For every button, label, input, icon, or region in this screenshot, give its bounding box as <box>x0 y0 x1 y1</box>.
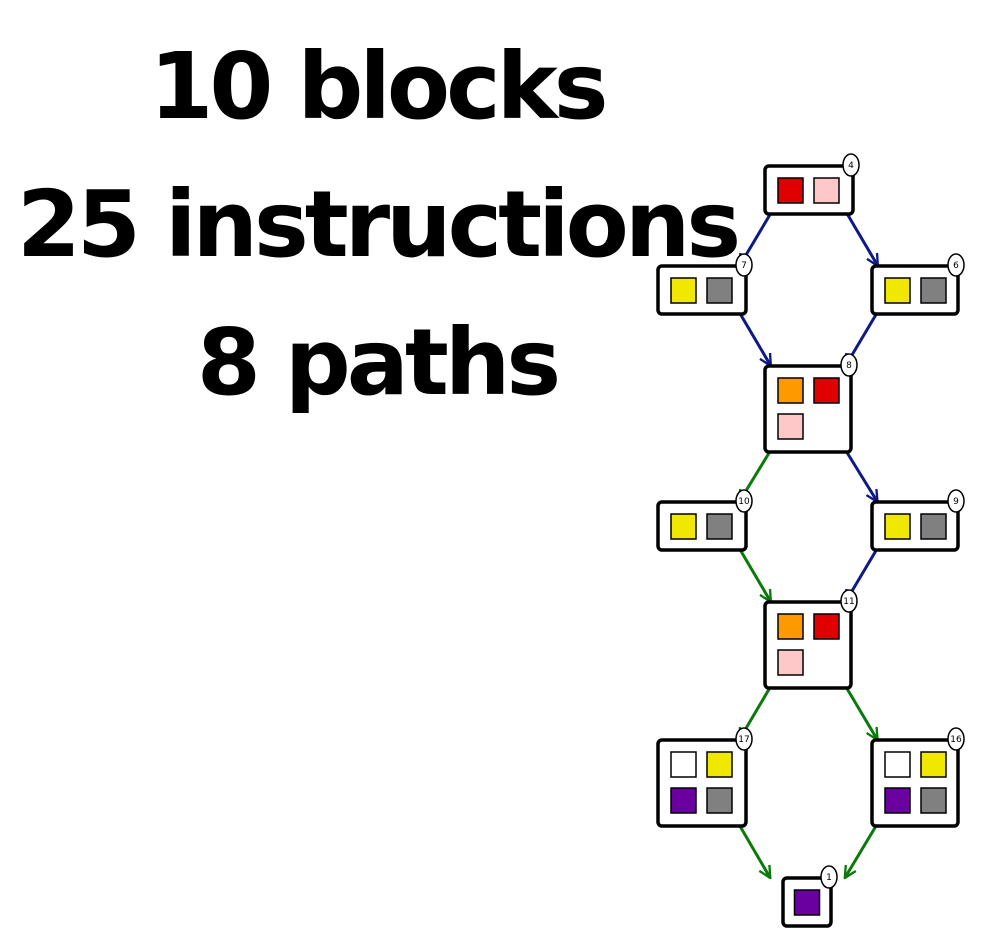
block-node-11[interactable]: 11 <box>763 589 858 690</box>
block-count: 10 blocks <box>149 33 608 140</box>
instruction-square-yellow <box>884 513 911 540</box>
instruction-square-pink <box>777 649 804 676</box>
block-node-1[interactable]: 1 <box>781 865 838 928</box>
block-id-label: 6 <box>953 261 959 271</box>
instruction-square-gray <box>920 787 947 814</box>
instruction-square-yellow <box>706 751 733 778</box>
instruction-count: 25 instructions <box>16 171 741 278</box>
instruction-square-orange <box>777 377 804 404</box>
instruction-square-gray <box>920 513 947 540</box>
block-node-9[interactable]: 9 <box>870 489 965 552</box>
block-id-label: 11 <box>843 597 854 607</box>
path-count: 8 paths <box>196 309 561 416</box>
instruction-square-pink <box>777 413 804 440</box>
block-id-badge <box>947 727 965 751</box>
block-node-17[interactable]: 17 <box>656 727 753 828</box>
edge-17-to-1 <box>737 823 771 878</box>
block-id-label: 1 <box>826 873 832 883</box>
instruction-square-yellow <box>920 751 947 778</box>
stats-summary: 10 blocks 25 instructions 8 paths <box>0 18 754 432</box>
edge-7-to-8 <box>737 311 771 366</box>
instruction-square-yellow <box>670 277 697 304</box>
edge-4-to-6 <box>844 211 878 266</box>
block-id-label: 10 <box>738 497 750 507</box>
instruction-square-yellow <box>884 277 911 304</box>
instruction-square-pink <box>813 177 840 204</box>
instruction-square-purple <box>793 889 821 916</box>
instruction-square-gray <box>706 277 733 304</box>
block-id-badge <box>842 153 860 177</box>
instruction-square-yellow <box>670 513 697 540</box>
instruction-square-red <box>813 613 840 640</box>
block-id-badge <box>735 727 753 751</box>
block-id-badge <box>840 353 858 377</box>
instruction-square-gray <box>706 513 733 540</box>
edge-11-to-16 <box>844 685 877 740</box>
instruction-square-purple <box>884 787 911 814</box>
block-node-6[interactable]: 6 <box>870 253 965 316</box>
edge-10-to-11 <box>737 547 771 602</box>
block-id-label: 7 <box>741 261 747 271</box>
block-node-16[interactable]: 16 <box>870 727 965 828</box>
block-id-label: 16 <box>950 735 962 745</box>
block-id-badge <box>947 253 965 277</box>
edge-layer <box>737 211 879 878</box>
edge-16-to-1 <box>845 823 879 878</box>
instruction-square-gray <box>920 277 947 304</box>
block-node-10[interactable]: 10 <box>656 489 753 552</box>
instruction-square-white <box>670 751 697 778</box>
block-node-8[interactable]: 8 <box>763 353 858 454</box>
block-id-badge <box>735 489 753 513</box>
block-id-label: 9 <box>953 497 959 507</box>
block-id-label: 4 <box>848 161 854 171</box>
edge-8-to-9 <box>844 449 877 502</box>
instruction-square-red <box>813 377 840 404</box>
block-id-badge <box>840 589 858 613</box>
instruction-square-orange <box>777 613 804 640</box>
instruction-square-gray <box>706 787 733 814</box>
instruction-square-purple <box>670 787 697 814</box>
block-id-badge <box>947 489 965 513</box>
block-id-label: 8 <box>846 361 852 371</box>
block-node-4[interactable]: 4 <box>763 153 860 216</box>
instruction-square-red <box>777 177 804 204</box>
block-id-badge <box>820 865 838 889</box>
block-node-7[interactable]: 7 <box>656 253 753 316</box>
block-id-badge <box>735 253 753 277</box>
instruction-square-white <box>884 751 911 778</box>
block-id-label: 17 <box>738 735 749 745</box>
